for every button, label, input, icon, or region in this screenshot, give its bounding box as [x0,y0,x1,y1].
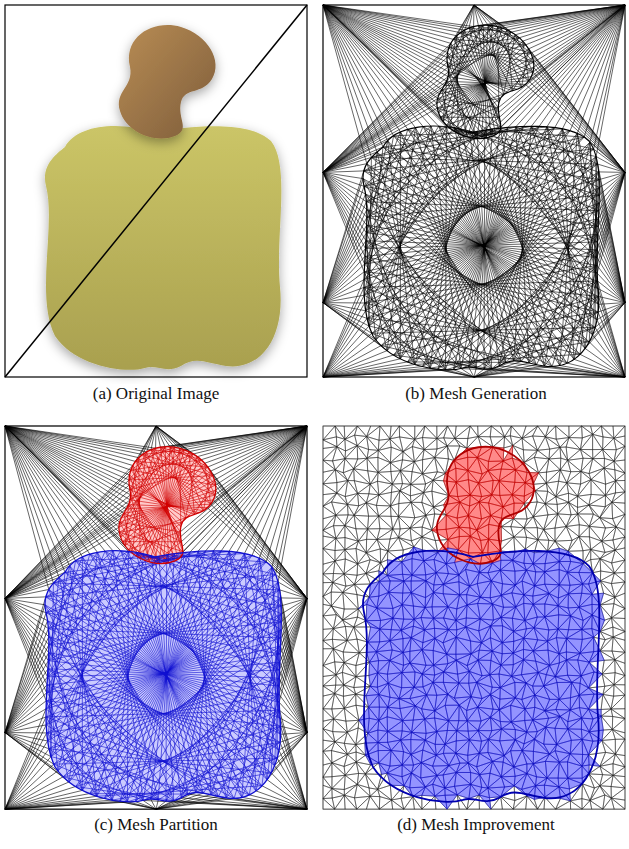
nut-mesh [432,445,539,563]
original-image-panel [5,5,307,377]
caption-box: (c) Mesh Partition [92,815,220,835]
panel-border [323,5,625,377]
figure-caption: (d) Mesh Improvement [395,815,557,834]
apple-shape [45,126,281,370]
diagonal-line [5,5,307,377]
nut-boundary [119,447,216,564]
mesh-edges [323,426,625,809]
caption-box: (d) Mesh Improvement [395,815,557,835]
nut-shape [119,25,216,138]
mesh-edges [363,25,599,370]
mesh-generation-panel [323,5,625,377]
mesh-improvement-panel [323,426,625,809]
figure-caption: (b) Mesh Generation [403,384,549,403]
caption-box: (a) Original Image [91,384,222,404]
apple-region [45,551,281,802]
panel-border [323,426,625,809]
apple-mesh [358,547,604,809]
mesh-edges [5,426,307,809]
mesh-partition-panel [5,426,307,809]
nut-region [119,447,216,564]
nut-boundary [437,447,534,564]
figure-caption: (a) Original Image [91,384,222,403]
apple-boundary [363,551,599,802]
nut-mesh-edges [119,447,216,564]
caption-box: (b) Mesh Generation [403,384,549,404]
apple-mesh-edges [45,551,281,802]
mesh-edges [323,5,625,377]
panel-border [5,426,307,809]
apple-boundary [363,126,599,370]
nut-boundary [437,25,534,138]
panel-border [5,5,307,377]
figure-caption: (c) Mesh Partition [92,815,220,834]
apple-boundary [45,551,281,802]
